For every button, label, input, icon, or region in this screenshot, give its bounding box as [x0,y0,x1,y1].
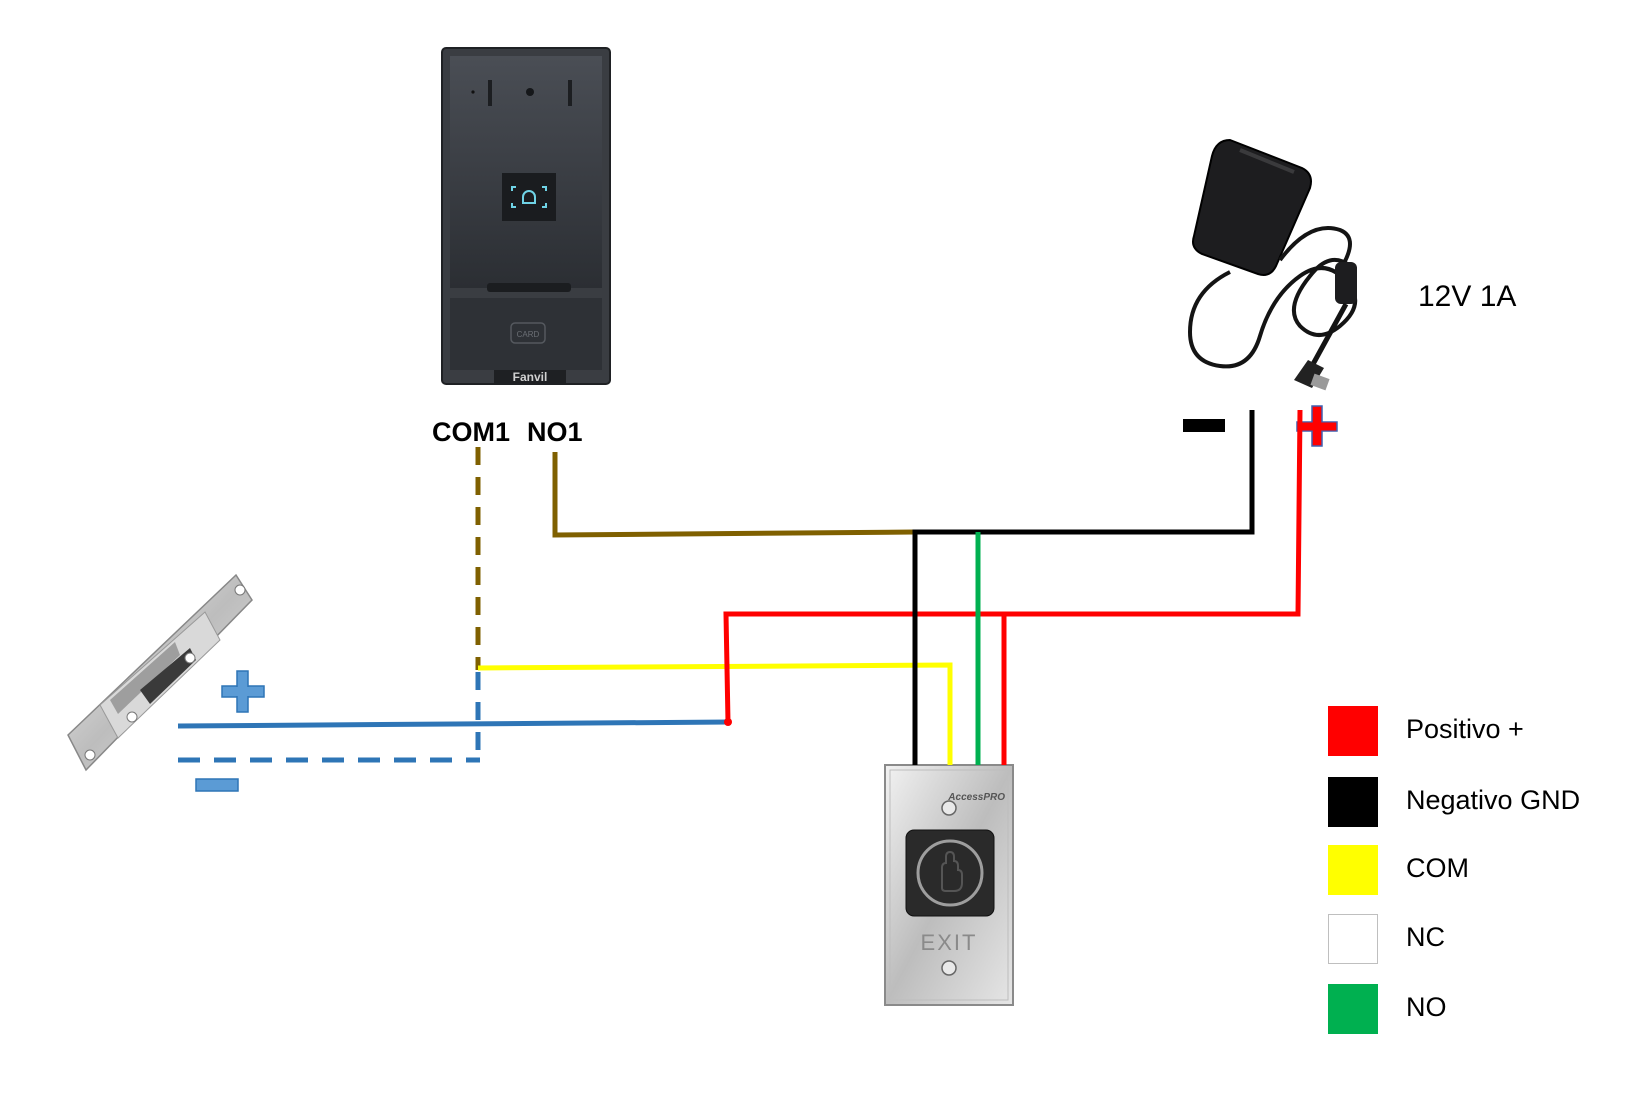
legend-swatch [1328,984,1378,1034]
legend-label: NO [1406,992,1447,1022]
terminal-com1-label: COM1 [432,417,510,447]
power-adapter [1187,138,1358,391]
legend-item-negative: Negativo GND [1328,777,1628,827]
wire-positive-red [723,409,1303,723]
card-reader-icon [510,322,546,344]
lock-plus-icon [221,670,265,713]
legend-label: Negativo GND [1406,785,1581,815]
exit-button-device: AccessPRO EXIT [884,764,1014,1006]
wire-gnd-black [912,410,1255,765]
legend-swatch [1328,706,1378,756]
legend-label: COM [1406,853,1469,883]
adapter-cable [1187,257,1358,369]
touch-sensor-ring [916,839,984,907]
hand-icon [941,850,963,892]
exit-label: EXIT [921,930,978,955]
legend-item-com: COM [1328,845,1628,895]
wire-lock-positive [177,719,731,729]
legend-label: Positivo + [1406,714,1524,744]
exit-button-brand: AccessPRO [947,792,1005,803]
bell-icon [511,186,547,208]
lock-minus-icon [195,778,239,792]
legend-swatch [1328,845,1378,895]
psu-minus-icon [1183,419,1225,432]
legend-label: NC [1406,922,1445,952]
terminal-no1-label: NO1 [527,417,583,447]
wire-no1 [552,452,916,538]
wire-com-yellow [477,662,953,765]
dc-plug [1310,373,1330,391]
electric-strike-lock [67,573,253,772]
legend-item-no: NO [1328,984,1628,1034]
call-button [502,173,556,221]
legend-item-nc: NC [1328,914,1628,964]
intercom-device: CARD Fanvil [441,47,611,385]
ferrite-core [1335,262,1357,304]
camera-icon [526,88,534,96]
card-label: CARD [517,330,540,339]
intercom-brand: Fanvil [513,370,548,384]
wires [177,409,1303,765]
legend-swatch [1328,914,1378,964]
legend-swatch [1328,777,1378,827]
power-rating: 12V 1A [1418,280,1516,313]
speaker-grille [487,283,571,292]
psu-plus-icon [1296,405,1338,447]
legend-item-positive: Positivo + [1328,706,1628,756]
